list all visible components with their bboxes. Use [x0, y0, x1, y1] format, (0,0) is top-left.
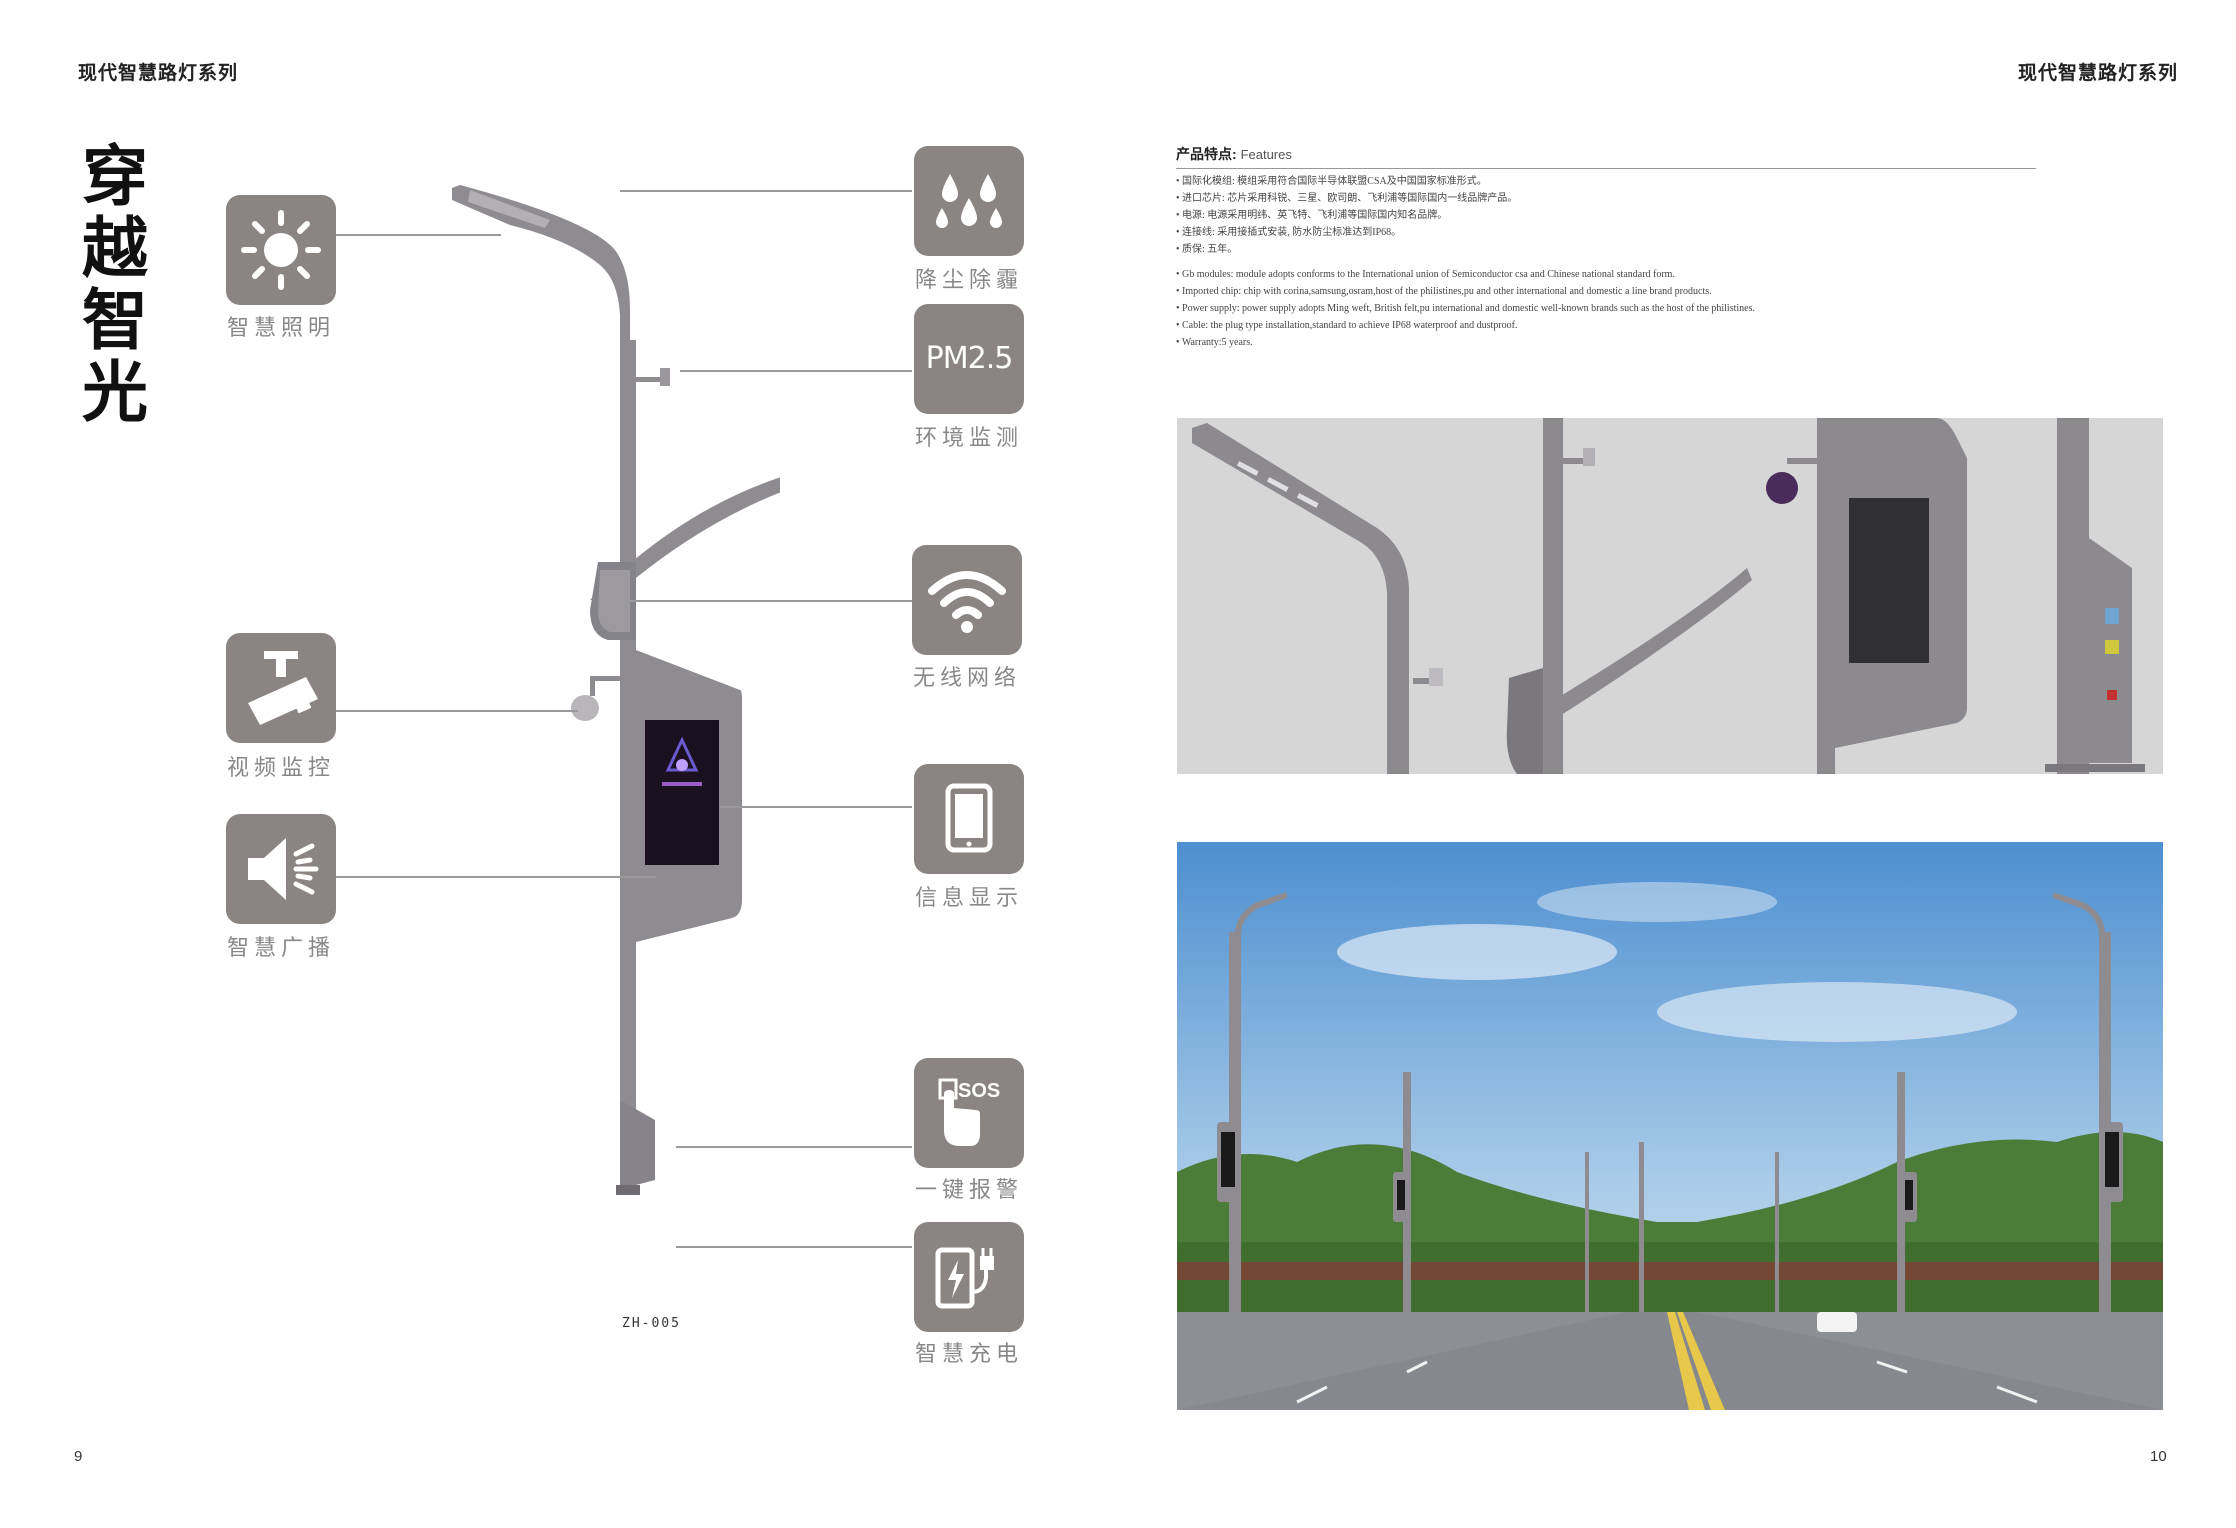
connector-line [336, 234, 501, 236]
connector-line [620, 190, 912, 192]
feature-label-lighting: 智慧照明 [226, 315, 335, 340]
smart-pole-illustration [452, 185, 780, 1195]
charging-icon [935, 1247, 994, 1309]
features-divider [1176, 168, 2036, 169]
feature-item: 电源: 电源采用明纬、英飞特、飞利浦等国际国内知名品牌。 [1176, 207, 2036, 224]
features-heading: 产品特点: Features [1176, 144, 2036, 164]
product-detail-photo [1177, 418, 2163, 774]
feature-tile-sos[interactable]: SOS [914, 1058, 1024, 1168]
feature-label-video: 视频监控 [226, 755, 335, 780]
connector-line [680, 370, 912, 372]
camera-icon [248, 651, 318, 725]
feature-tile-broadcast [226, 814, 336, 924]
feature-item: Warranty:5 years. [1176, 334, 2036, 351]
features-list-en: Gb modules: module adopts conforms to th… [1176, 266, 2036, 351]
features-heading-cn: 产品特点: [1176, 146, 1237, 162]
speaker-icon [248, 838, 319, 900]
feature-label-sos: 一键报警 [914, 1177, 1023, 1202]
tablet-icon [945, 783, 993, 853]
feature-item: Imported chip: chip with corina,samsung,… [1176, 283, 2036, 300]
feature-tile-environment: PM2.5 [914, 304, 1024, 414]
feature-item: Gb modules: module adopts conforms to th… [1176, 266, 2036, 283]
feature-label-environment: 环境监测 [914, 425, 1023, 450]
title-char: 穿 [82, 137, 148, 215]
title-char: 光 [82, 353, 148, 431]
features-spacer [1176, 258, 2036, 266]
left-page-number: 9 [74, 1448, 83, 1465]
feature-tile-lighting [226, 195, 336, 305]
connector-line [720, 806, 912, 808]
title-char: 越 [82, 209, 148, 287]
feature-label-dust: 降尘除霾 [914, 267, 1023, 292]
feature-label-wifi: 无线网络 [912, 665, 1021, 690]
connector-line [676, 1246, 912, 1248]
features-block: 产品特点: Features 国际化模组: 模组采用符合国际半导体联盟CSA及中… [1176, 144, 2036, 351]
feature-item: 进口芯片: 芯片采用科锐、三星、欧司朗、飞利浦等国际国内一线品牌产品。 [1176, 190, 2036, 207]
right-header-title: 现代智慧路灯系列 [2018, 63, 2179, 84]
feature-label-broadcast: 智慧广播 [226, 935, 335, 960]
feature-tile-dust [914, 146, 1024, 256]
features-heading-en: Features [1240, 147, 1292, 162]
model-number: ZH-005 [622, 1316, 681, 1331]
feature-item: Power supply: power supply adopts Ming w… [1176, 300, 2036, 317]
street-scene-illustration [1177, 842, 2163, 1410]
feature-item: 连接线: 采用接插式安装, 防水防尘标准达到IP68。 [1176, 224, 2036, 241]
feature-item: 国际化模组: 模组采用符合国际半导体联盟CSA及中国国家标准形式。 [1176, 173, 2036, 190]
feature-tile-wifi [912, 545, 1022, 655]
sos-icon: SOS [958, 1080, 1001, 1102]
right-page-number: 10 [2150, 1448, 2167, 1465]
pm25-icon: PM2.5 [925, 341, 1014, 376]
hand-press-icon [938, 1078, 980, 1146]
product-detail-illustration [1192, 418, 2145, 774]
water-drops-icon [936, 174, 1002, 228]
feature-item: 质保: 五年。 [1176, 241, 2036, 258]
left-header-title: 现代智慧路灯系列 [78, 63, 239, 84]
feature-tile-video [226, 633, 336, 743]
features-list-cn: 国际化模组: 模组采用符合国际半导体联盟CSA及中国国家标准形式。 进口芯片: … [1176, 173, 2036, 258]
feature-tile-charging [914, 1222, 1024, 1332]
feature-tile-display [914, 764, 1024, 874]
connector-line [336, 876, 656, 878]
vertical-title: 穿 越 智 光 [70, 140, 160, 428]
connector-line [626, 600, 912, 602]
street-scene-photo [1177, 842, 2163, 1410]
connector-line [336, 710, 578, 712]
feature-label-charging: 智慧充电 [914, 1341, 1023, 1366]
sun-icon [241, 210, 321, 290]
feature-label-display: 信息显示 [914, 885, 1023, 910]
connector-line [676, 1146, 912, 1148]
feature-item: Cable: the plug type installation,standa… [1176, 317, 2036, 334]
wifi-icon [928, 571, 1006, 633]
title-char: 智 [82, 281, 148, 359]
